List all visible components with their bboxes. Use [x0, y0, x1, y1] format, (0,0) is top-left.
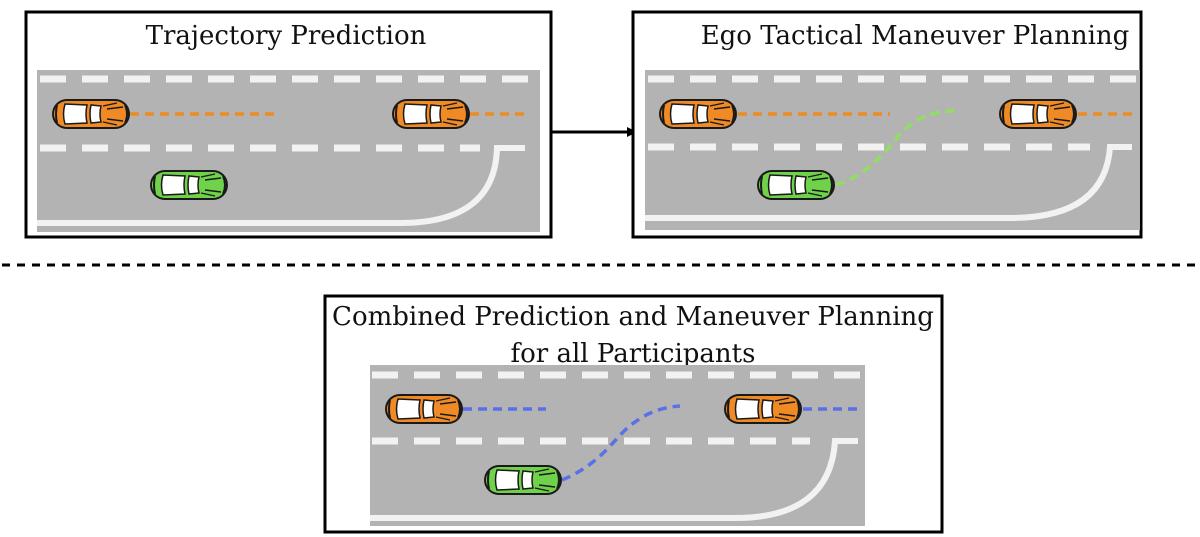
combined-maneuver-path: [561, 404, 681, 482]
panel-title-line-1: Combined Prediction and Maneuver Plannin…: [332, 302, 934, 332]
on-ramp-edge: [370, 438, 858, 521]
orange-car-icon: [722, 392, 804, 426]
green-ego-car-icon: [755, 168, 837, 202]
orange-car-icon: [657, 97, 739, 131]
panel-title: Trajectory Prediction: [146, 21, 427, 51]
road: [645, 70, 1140, 230]
orange-car-icon: [390, 97, 472, 131]
green-ego-car-icon: [482, 463, 564, 497]
panel-trajectory-prediction: Trajectory Prediction: [24, 10, 553, 239]
panel-title: Ego Tactical Maneuver Planning: [701, 21, 1130, 51]
panel-ego-maneuver-planning: Ego Tactical Maneuver Planning: [631, 10, 1143, 239]
panel-combined-planning: Combined Prediction and Maneuver Plannin…: [323, 294, 944, 534]
planned-maneuver-path: [835, 109, 956, 187]
orange-car-icon: [997, 97, 1079, 131]
green-ego-car-icon: [148, 168, 230, 202]
on-ramp-edge: [645, 144, 1132, 221]
road: [370, 365, 865, 526]
road: [37, 70, 540, 232]
orange-car-icon: [50, 97, 132, 131]
panel-title-line-2: for all Participants: [511, 339, 756, 369]
on-ramp-edge: [37, 145, 525, 226]
orange-car-icon: [383, 392, 465, 426]
